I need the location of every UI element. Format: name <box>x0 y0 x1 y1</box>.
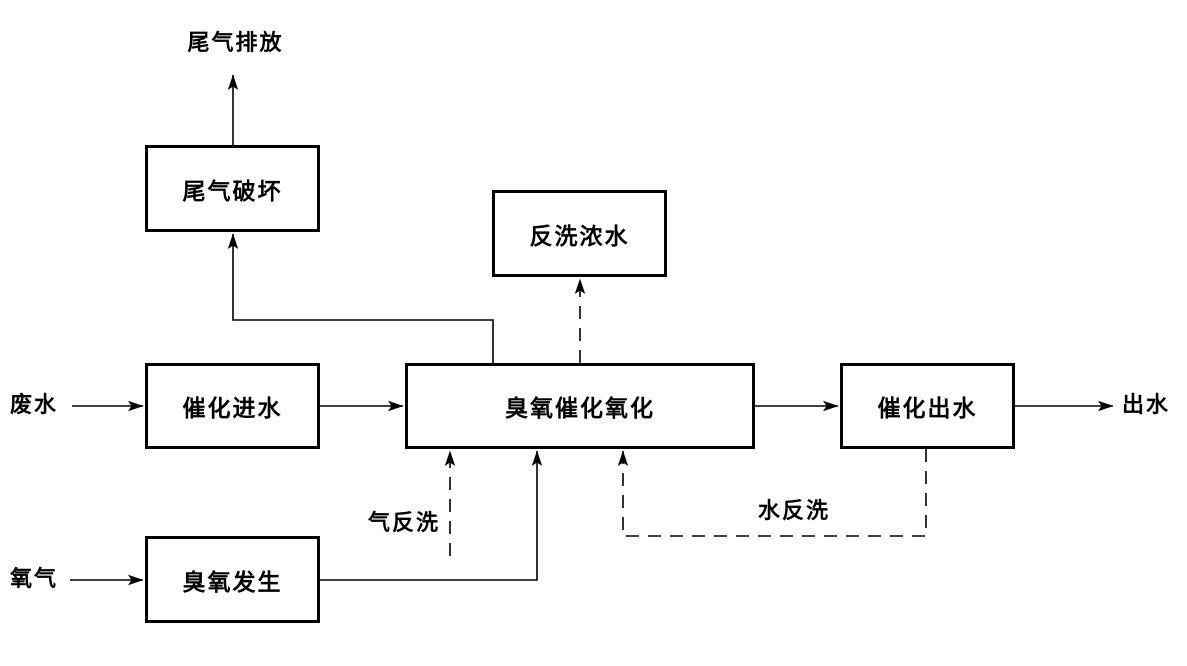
box-ozone-catalytic-oxidation: 臭氧催化氧化 <box>405 363 755 449</box>
label-water-backwash: 水反洗 <box>758 499 831 524</box>
label-effluent: 出水 <box>1122 393 1171 418</box>
edge-oxidation-tailgas <box>227 233 494 363</box>
label-tail-gas-discharge: 尾气排放 <box>187 31 284 56</box>
edge-generation-oxidation <box>320 450 543 581</box>
box-ozone-generation: 臭氧发生 <box>145 536 320 623</box>
label-oxygen: 氧气 <box>10 567 59 592</box>
box-catalytic-outlet: 催化出水 <box>840 363 1015 449</box>
box-backwash-concentrate: 反洗浓水 <box>492 190 667 277</box>
box-catalytic-inlet: 催化进水 <box>145 363 320 449</box>
label-gas-backwash: 气反洗 <box>368 511 441 536</box>
label-wastewater: 废水 <box>10 393 59 418</box>
box-tail-gas-destruction: 尾气破坏 <box>145 145 320 232</box>
